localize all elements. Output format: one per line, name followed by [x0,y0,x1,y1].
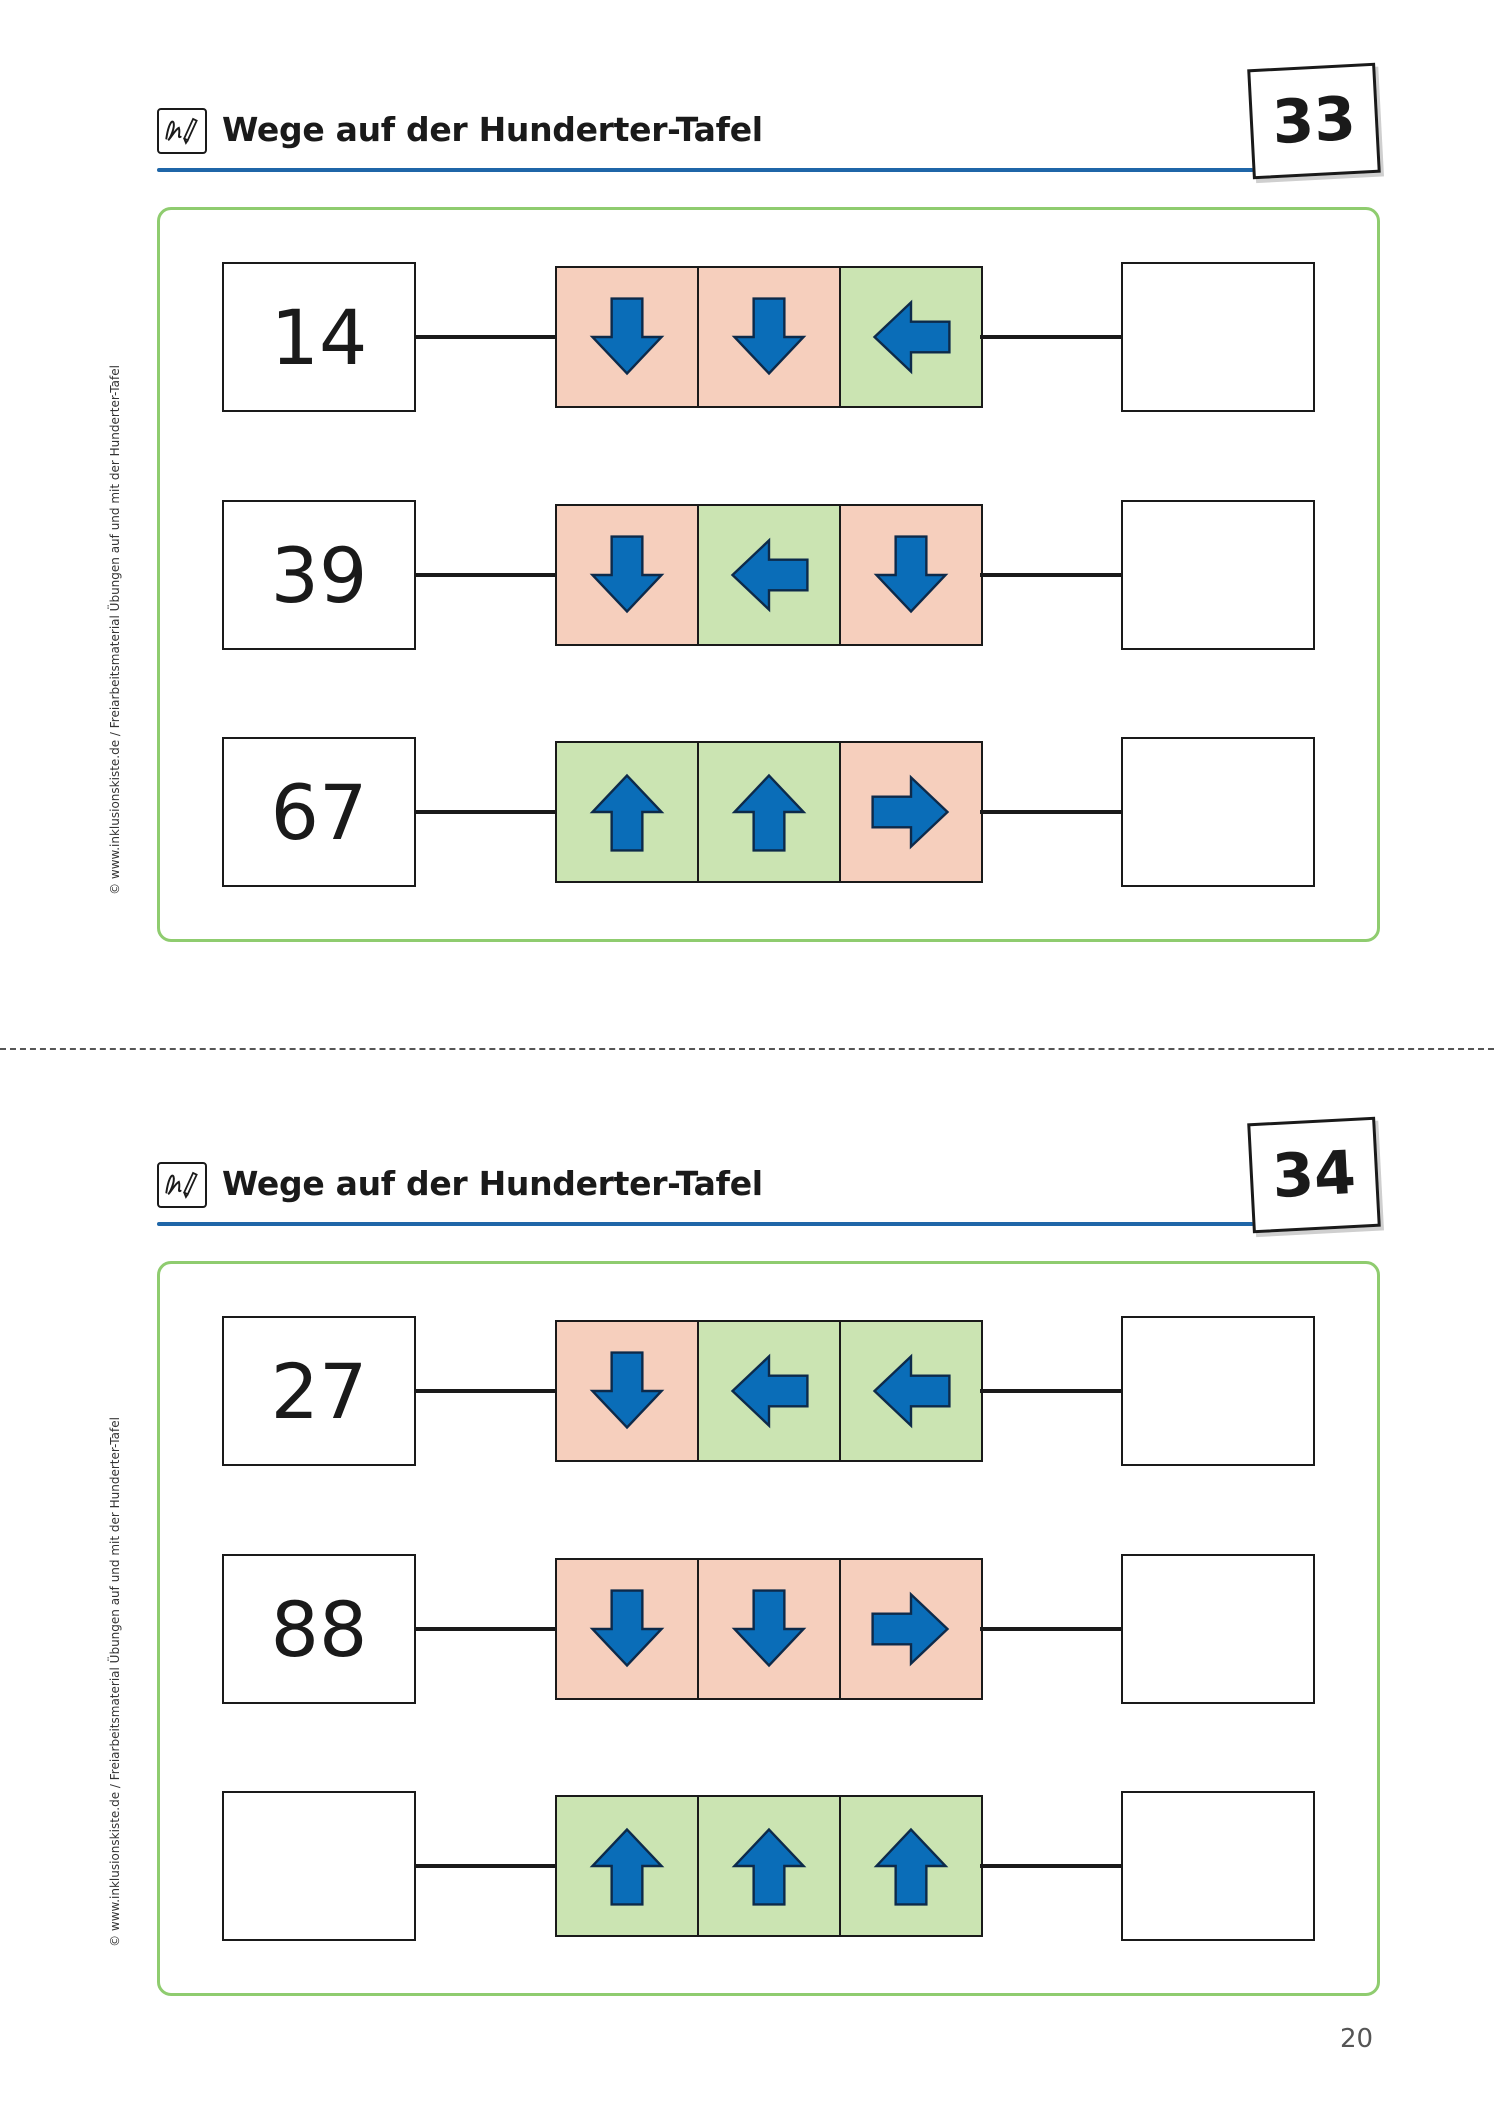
arrow-strip [555,504,983,646]
arrow-down-icon [873,535,949,614]
arrow-down-icon [731,297,807,376]
path-row: 14 [0,262,1494,412]
connector-line [414,1864,557,1868]
arrow-cell-down [557,1322,699,1460]
exercise-panel [157,1261,1380,1996]
page-number: 20 [1340,2024,1374,2054]
arrow-strip [555,1795,983,1937]
arrow-cell-up [699,1797,841,1935]
arrow-cell-left [699,1322,841,1460]
answer-box[interactable] [1121,737,1315,887]
card-title: Wege auf der Hunderter-Tafel [222,110,763,149]
copyright-note: © www.inklusionskiste.de / Freiarbeitsma… [108,1417,122,1947]
start-number-box: 88 [222,1554,416,1704]
arrow-left-icon [730,1353,809,1429]
title-underline [157,1222,1257,1226]
connector-line [980,810,1123,814]
arrow-up-icon [731,773,807,852]
arrow-cell-down [557,268,699,406]
answer-box[interactable] [1121,1791,1315,1941]
connector-line [414,1627,557,1631]
arrow-up-icon [731,1827,807,1906]
exercise-panel [157,207,1380,942]
arrow-right-icon [871,774,950,850]
answer-box[interactable] [1121,1316,1315,1466]
connector-line [980,1389,1123,1393]
card-number-badge: 33 [1247,62,1381,180]
answer-box[interactable] [1121,500,1315,650]
arrow-cell-left [699,506,841,644]
worksheet-card: Wege auf der Hunderter-Tafel 34 27 88 [0,1054,1494,2054]
arrow-up-icon [873,1827,949,1906]
arrow-cell-down [699,268,841,406]
arrow-strip [555,266,983,408]
arrow-strip [555,1320,983,1462]
path-row: 27 [0,1316,1494,1466]
connector-line [980,1864,1123,1868]
arrow-cell-up [557,743,699,881]
pencil-writing-icon [157,1162,207,1208]
pencil-writing-icon [157,108,207,154]
path-row: 39 [0,500,1494,650]
arrow-cell-down [557,506,699,644]
connector-line [414,1389,557,1393]
start-number-box: 67 [222,737,416,887]
arrow-left-icon [872,1353,951,1429]
arrow-down-icon [589,1351,665,1430]
start-number-box: 14 [222,262,416,412]
arrow-cell-up [699,743,841,881]
arrow-cell-left [841,268,981,406]
path-row: 67 [0,737,1494,887]
arrow-strip [555,741,983,883]
connector-line [414,810,557,814]
path-row [0,1791,1494,1941]
arrow-down-icon [589,297,665,376]
start-number-box: 39 [222,500,416,650]
connector-line [980,335,1123,339]
answer-box[interactable] [1121,262,1315,412]
arrow-cell-right [841,743,981,881]
arrow-left-icon [730,537,809,613]
arrow-cell-down [841,506,981,644]
connector-line [414,335,557,339]
arrow-left-icon [872,299,951,375]
arrow-down-icon [731,1589,807,1668]
worksheet-card: Wege auf der Hunderter-Tafel 33 14 39 67 [0,0,1494,1000]
title-underline [157,168,1257,172]
arrow-up-icon [589,773,665,852]
arrow-down-icon [589,1589,665,1668]
arrow-down-icon [589,535,665,614]
connector-line [980,1627,1123,1631]
arrow-cell-up [557,1797,699,1935]
arrow-up-icon [589,1827,665,1906]
copyright-note: © www.inklusionskiste.de / Freiarbeitsma… [108,365,122,895]
arrow-right-icon [871,1591,950,1667]
arrow-cell-up [841,1797,981,1935]
path-row: 88 [0,1554,1494,1704]
answer-box[interactable] [1121,1554,1315,1704]
start-number-box: 27 [222,1316,416,1466]
arrow-strip [555,1558,983,1700]
arrow-cell-right [841,1560,981,1698]
connector-line [980,573,1123,577]
arrow-cell-left [841,1322,981,1460]
card-number-badge: 34 [1247,1116,1381,1234]
cut-line [0,1048,1494,1050]
card-title: Wege auf der Hunderter-Tafel [222,1164,763,1203]
arrow-cell-down [557,1560,699,1698]
connector-line [414,573,557,577]
arrow-cell-down [699,1560,841,1698]
start-number-box[interactable] [222,1791,416,1941]
